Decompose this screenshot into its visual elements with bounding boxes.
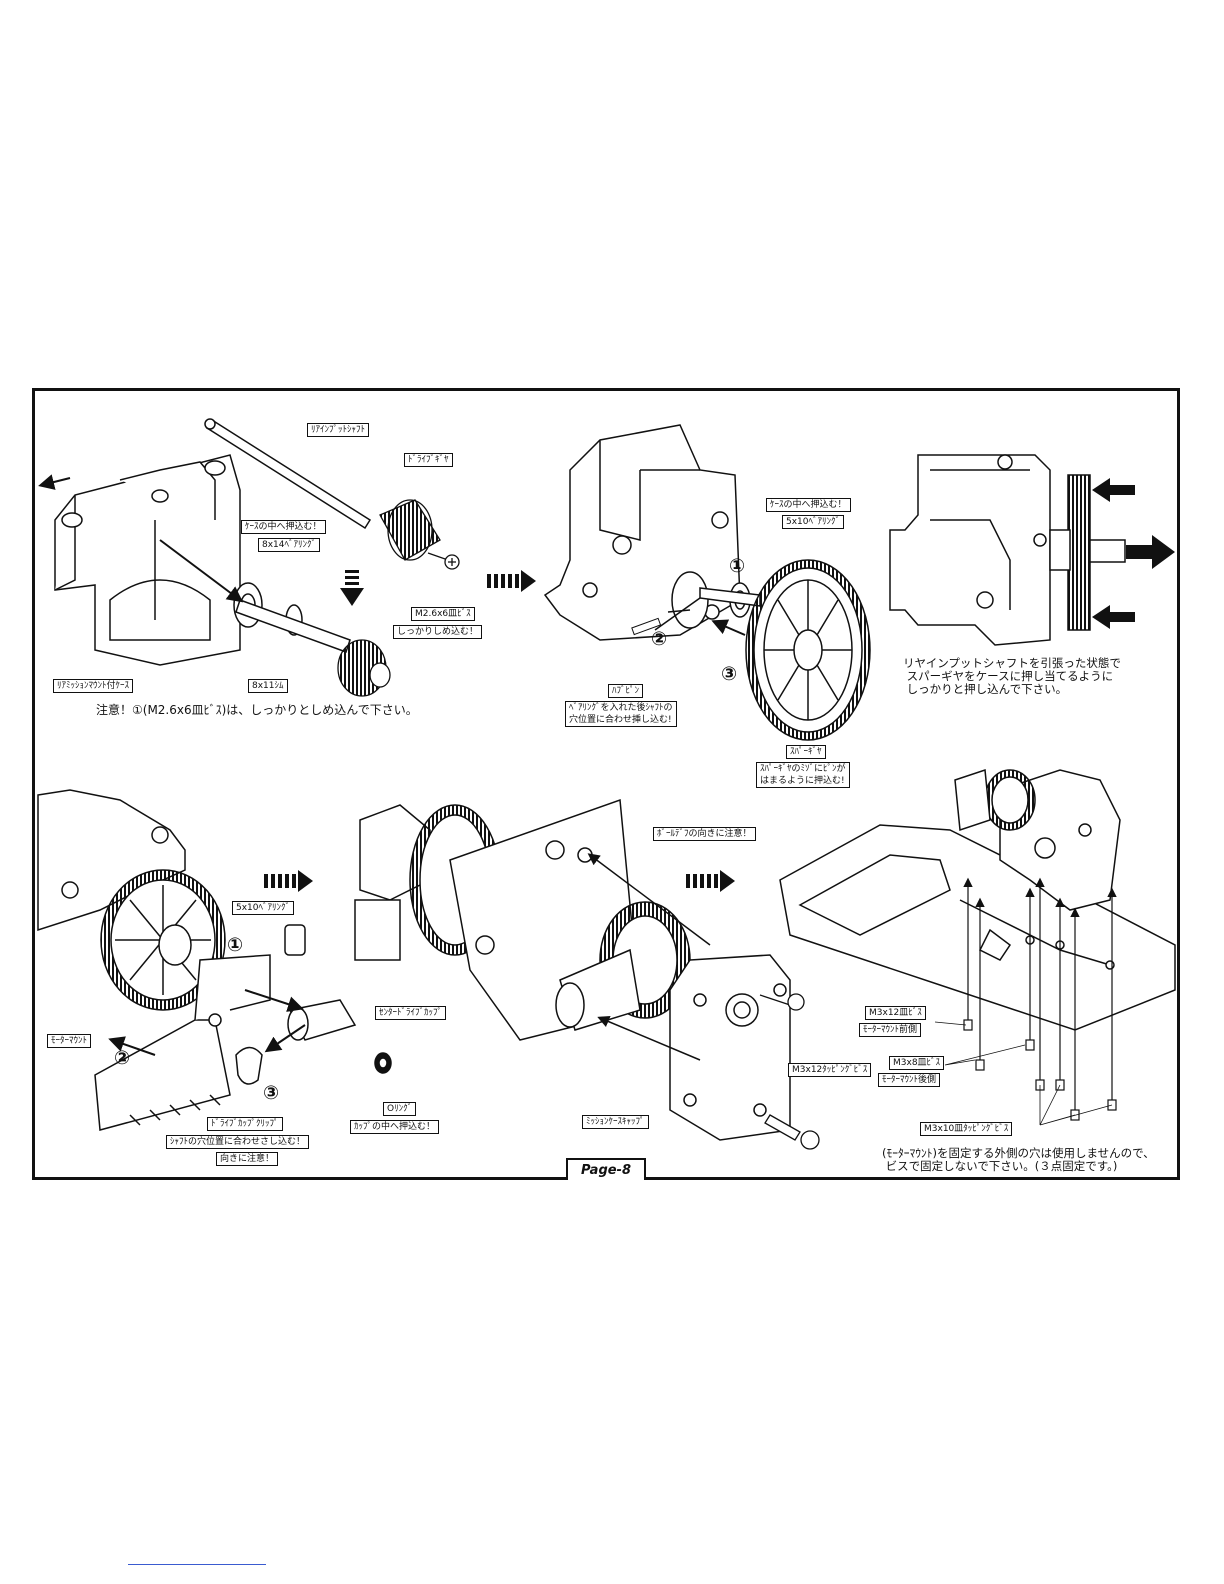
step6-note: (ﾓｰﾀｰﾏｳﾝﾄ)を固定する外側の穴は使用しませんので、 ビスで固定しないで下… — [882, 1146, 1155, 1173]
step6-chassis — [779, 824, 1176, 1031]
label-bearing-8x14: 8x14ﾍﾞｱﾘﾝｸﾞ — [258, 538, 321, 552]
step3-note: リヤインプットシャフトを引張った状態で スパーギヤをケースに押し当てるように し… — [903, 656, 1121, 696]
label-screw-m26x6: M2.6x6皿ﾋﾞｽ — [411, 607, 475, 621]
leader-lines — [934, 1021, 1113, 1126]
down-arrow-icon — [340, 570, 364, 606]
label-tighten-firmly: しっかりしめ込む！ — [393, 625, 483, 639]
label-center-drive-cup: ｾﾝﾀｰﾄﾞﾗｲﾌﾞｶｯﾌﾟ — [375, 1006, 447, 1020]
step6-gearbox — [954, 768, 1121, 911]
step2-number-1: ① — [729, 555, 746, 577]
step2-bearing — [699, 582, 761, 618]
label-motor-mount-front: ﾓｰﾀｰﾏｳﾝﾄ前側 — [859, 1023, 922, 1037]
label-motor-mount-rear: ﾓｰﾀｰﾏｳﾝﾄ後側 — [878, 1073, 941, 1087]
step6-screws — [963, 877, 1117, 1121]
label-drive-cup-clip: ﾄﾞﾗｲﾌﾞｶｯﾌﾟｸﾘｯﾌﾟ — [207, 1117, 283, 1131]
step2-case-drawing — [543, 424, 741, 641]
label-direction-note: 向きに注意！ — [216, 1152, 279, 1166]
page-number-tag: Page-8 — [566, 1158, 646, 1180]
step2-spur-gear — [745, 559, 871, 741]
step1-bearing-shaft — [233, 582, 351, 653]
label-bearing-5x10: 5x10ﾍﾞｱﾘﾝｸﾞ — [782, 515, 845, 529]
label-rear-mission-case: ﾘｱﾐｯｼｮﾝﾏｳﾝﾄ付ｹｰｽ — [53, 679, 134, 693]
label-tapping-screw-m3x12: M3x12ﾀｯﾋﾟﾝｸﾞﾋﾞｽ — [788, 1063, 872, 1077]
label-ball-diff-note: ﾎﾞｰﾙﾃﾞﾌの向きに注意！ — [653, 827, 756, 841]
step1-screw — [427, 552, 460, 570]
label-press-into-case: ｹｰｽの中へ押込む！ — [241, 520, 326, 534]
label-mission-case-cap: ﾐｯｼｮﾝｹｰｽｷｬｯﾌﾟ — [582, 1115, 649, 1129]
label-hub-pin: ﾊﾌﾞﾋﾟﾝ — [608, 684, 644, 698]
step1-shaft — [204, 418, 372, 530]
step3-spur-side — [1049, 474, 1126, 631]
step4-spur — [100, 869, 226, 1011]
step-arrow-icon-1 — [487, 570, 536, 592]
step3-case-side — [889, 454, 1051, 646]
step2-number-2: ② — [651, 628, 668, 650]
step1-drive-gear-bottom — [337, 639, 391, 697]
step4-case-left — [37, 789, 186, 932]
label-o-ring: Oﾘﾝｸﾞ — [383, 1102, 417, 1116]
label-o-ring-note: ｶｯﾌﾟの中へ押込む！ — [350, 1120, 440, 1134]
label-tapping-m3x10: M3x10皿ﾀｯﾋﾟﾝｸﾞﾋﾞｽ — [920, 1122, 1013, 1136]
label-drive-gear: ﾄﾞﾗｲﾌﾞｷﾞﾔ — [404, 453, 453, 467]
label-screw-m3x12: M3x12皿ﾋﾞｽ — [865, 1006, 926, 1020]
label-clip-note: ｼｬﾌﾄの穴位置に合わせさし込む！ — [166, 1135, 310, 1149]
step3-push-arrows — [1092, 478, 1175, 629]
step4-motor-mount — [94, 954, 271, 1131]
step4-number-3: ③ — [263, 1082, 280, 1104]
step1-case-drawing — [54, 454, 241, 666]
label-hub-pin-note: ﾍﾞｱﾘﾝｸﾞを入れた後ｼｬﾌﾄの 穴位置に合わせ挿し込む! — [565, 701, 677, 727]
bottom-link-underline[interactable] — [128, 1564, 266, 1565]
label-shim-8x11: 8x11ｼﾑ — [248, 679, 288, 693]
label-screw-m3x8: M3x8皿ﾋﾞｽ — [889, 1056, 945, 1070]
label-bearing-5x10-2: 5x10ﾍﾞｱﾘﾝｸﾞ — [232, 901, 295, 915]
step4-number-1: ① — [227, 934, 244, 956]
label-spur-gear-note: ｽﾊﾟｰｷﾞﾔのﾐｿﾞにﾋﾟﾝが はまるように押込む! — [756, 762, 850, 788]
label-press-into-case-2: ｹｰｽの中へ押込む！ — [766, 498, 851, 512]
step1-drive-gear-top — [379, 499, 441, 561]
step-arrow-icon-2 — [264, 870, 313, 892]
label-spur-gear: ｽﾊﾟｰｷﾞﾔ — [786, 745, 826, 759]
step5-mission-cap — [669, 954, 791, 1141]
step1-caution-note: 注意！①(M2.6x6皿ﾋﾞｽ)は、しっかりとしめ込んで下さい。 — [96, 703, 418, 717]
step4-number-2: ② — [114, 1047, 131, 1069]
label-motor-mount: ﾓｰﾀｰﾏｳﾝﾄ — [47, 1034, 92, 1048]
step-arrow-icon-3 — [686, 870, 735, 892]
step5-screws — [759, 993, 820, 1150]
label-rear-input-shaft: ﾘｱｲﾝﾌﾟｯﾄｼｬﾌﾄ — [307, 423, 370, 437]
step2-number-3: ③ — [721, 663, 738, 685]
